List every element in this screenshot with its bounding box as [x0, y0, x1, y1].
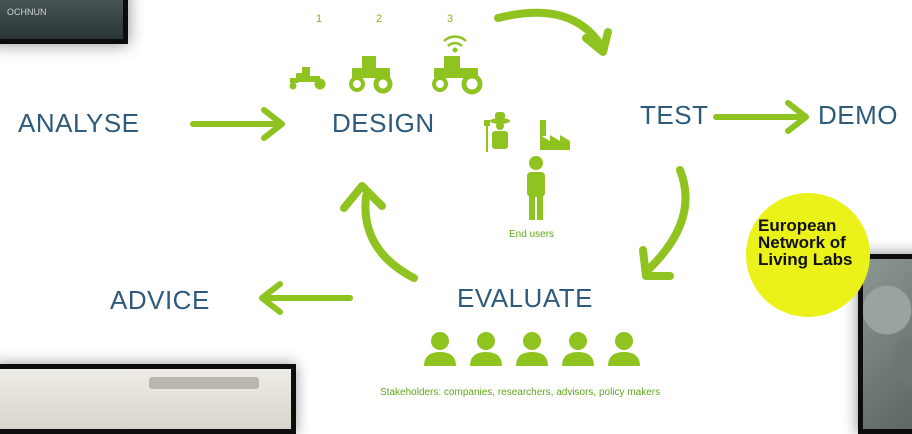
person-icon — [608, 332, 640, 366]
farmer-icon — [484, 112, 510, 152]
person-icon — [562, 332, 594, 366]
enoll-logo: European Network of Living Labs — [746, 193, 870, 317]
design-variant-2: 2 — [376, 13, 383, 25]
tractor-connected-icon — [432, 35, 483, 95]
person-icon — [516, 332, 548, 366]
arrow-test-demo — [713, 100, 809, 134]
enoll-logo-text: European Network of Living Labs — [758, 216, 853, 269]
step-analyse: ANALYSE — [18, 108, 140, 138]
person-icon — [424, 332, 456, 366]
arrow-evaluate-design — [340, 182, 418, 282]
end-user-icon — [527, 156, 545, 220]
design-variant-3: 3 — [447, 13, 454, 25]
end-users-label: End users — [509, 229, 555, 240]
photo-bottom-right — [858, 254, 912, 434]
photo-caption: OCHNUN — [7, 7, 47, 17]
step-advice: ADVICE — [110, 285, 210, 315]
step-evaluate: EVALUATE — [457, 283, 593, 313]
tractor-medium-icon — [349, 56, 393, 94]
design-variant-1: 1 — [316, 13, 323, 25]
factory-icon — [540, 120, 570, 150]
step-test: TEST — [640, 100, 709, 130]
stakeholders-icons — [424, 332, 640, 366]
arrow-design-test — [494, 8, 612, 56]
step-design: DESIGN — [332, 108, 435, 138]
arrow-analyse-design — [190, 107, 285, 141]
step-demo: DEMO — [818, 100, 898, 130]
arrow-test-evaluate — [639, 166, 690, 280]
tractor-small-icon — [289, 67, 326, 90]
stakeholders-label: Stakeholders: companies, researchers, ad… — [380, 387, 661, 398]
person-icon — [470, 332, 502, 366]
diagram-graphics — [190, 8, 809, 366]
arrow-evaluate-advice — [259, 281, 353, 315]
photo-top-left: OCHNUN — [0, 0, 128, 44]
